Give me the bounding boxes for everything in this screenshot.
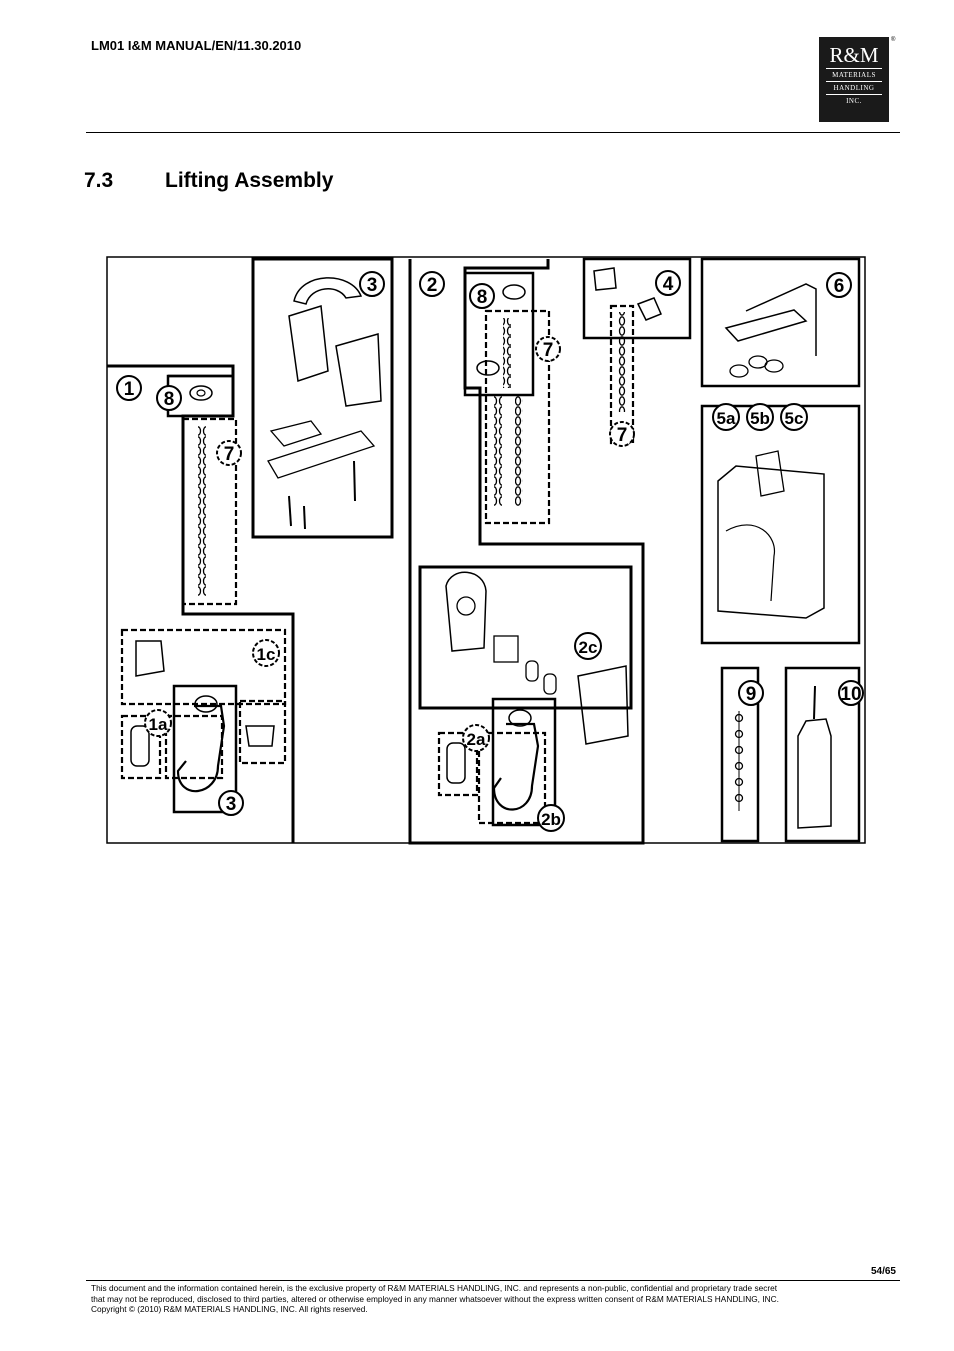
panel-3-suspension (251, 257, 394, 539)
svg-text:1: 1 (124, 379, 135, 400)
chain-icon (618, 312, 626, 412)
panel-1 (107, 364, 295, 843)
svg-text:8: 8 (477, 287, 488, 308)
callout-7-middle: 7 (535, 336, 561, 362)
svg-text:2b: 2b (541, 810, 561, 829)
svg-text:1c: 1c (257, 645, 276, 664)
washer-icon (189, 385, 213, 401)
exploded-parts-diagram: 3 1 8 7 1c 1a 3 2 8 7 2c 2a 2b 4 7 6 5a … (106, 256, 868, 853)
svg-text:2c: 2c (579, 638, 598, 657)
callout-2a: 2a (462, 724, 490, 752)
hook-icon (176, 704, 226, 793)
svg-text:4: 4 (663, 274, 674, 295)
document-id: LM01 I&M MANUAL/EN/11.30.2010 (91, 38, 302, 53)
footer-divider (86, 1280, 900, 1281)
chain-guide-icon (445, 571, 487, 652)
company-logo: R&M MATERIALS HANDLING INC. (819, 37, 889, 122)
callout-2c: 2c (574, 632, 602, 660)
callout-5c: 5c (780, 403, 808, 431)
svg-text:5b: 5b (750, 409, 770, 428)
logo-name: R&M (829, 43, 879, 67)
svg-text:3: 3 (367, 275, 378, 296)
callout-5b: 5b (746, 403, 774, 431)
panel-5-body (700, 404, 861, 645)
section-number: 7.3 (84, 169, 114, 192)
svg-text:5c: 5c (785, 409, 804, 428)
callout-1: 1 (116, 375, 142, 401)
panel-2 (408, 259, 645, 845)
logo-line-1: MATERIALS (826, 68, 882, 81)
washer-icon (502, 284, 526, 300)
callout-10: 10 (838, 680, 864, 706)
svg-text:7: 7 (224, 444, 235, 465)
svg-text:6: 6 (834, 276, 845, 297)
svg-text:3: 3 (226, 794, 237, 815)
hook-icon (492, 722, 540, 811)
svg-text:5a: 5a (717, 409, 736, 428)
svg-text:1a: 1a (149, 715, 168, 734)
oil-bottle-icon (797, 718, 832, 829)
chain-icon (503, 318, 511, 388)
svg-text:10: 10 (840, 684, 861, 705)
svg-text:2a: 2a (467, 730, 486, 749)
callout-5a: 5a (712, 403, 740, 431)
footer-line-1: This document and the information contai… (91, 1283, 778, 1293)
callout-3-bottom: 3 (218, 790, 244, 816)
svg-text:7: 7 (543, 340, 554, 361)
footer-disclaimer: This document and the information contai… (91, 1283, 901, 1315)
latch-icon (130, 725, 150, 767)
logo-line-2: HANDLING (826, 81, 882, 94)
panel-4 (582, 257, 692, 445)
svg-text:2: 2 (427, 275, 438, 296)
panel-6 (700, 257, 861, 388)
panel-10 (784, 666, 861, 843)
svg-text:7: 7 (617, 425, 628, 446)
page-number: 54/65 (870, 1266, 896, 1277)
header-divider (86, 132, 900, 133)
callout-6: 6 (826, 272, 852, 298)
callout-8-left: 8 (156, 385, 182, 411)
callout-7-right: 7 (609, 421, 635, 447)
panel-9 (720, 666, 760, 843)
callout-8-middle: 8 (469, 283, 495, 309)
footer-line-2: that may not be reproduced, disclosed to… (91, 1293, 779, 1304)
chain-icon (198, 426, 206, 596)
callout-1a: 1a (144, 709, 172, 737)
svg-text:8: 8 (164, 389, 175, 410)
footer-line-3: Copyright © (2010) R&M MATERIALS HANDLIN… (91, 1304, 368, 1314)
callout-1c: 1c (252, 639, 280, 667)
registered-mark: ® (891, 37, 896, 43)
section-title: Lifting Assembly (165, 169, 334, 192)
callout-4: 4 (655, 270, 681, 296)
callout-7-left: 7 (216, 440, 242, 466)
svg-text:9: 9 (746, 684, 757, 705)
callout-9: 9 (738, 680, 764, 706)
callout-3-top: 3 (359, 271, 385, 297)
logo-line-3: INC. (826, 94, 882, 107)
hoist-body-icon (717, 465, 825, 619)
callout-2b: 2b (537, 804, 565, 832)
callout-2: 2 (419, 271, 445, 297)
